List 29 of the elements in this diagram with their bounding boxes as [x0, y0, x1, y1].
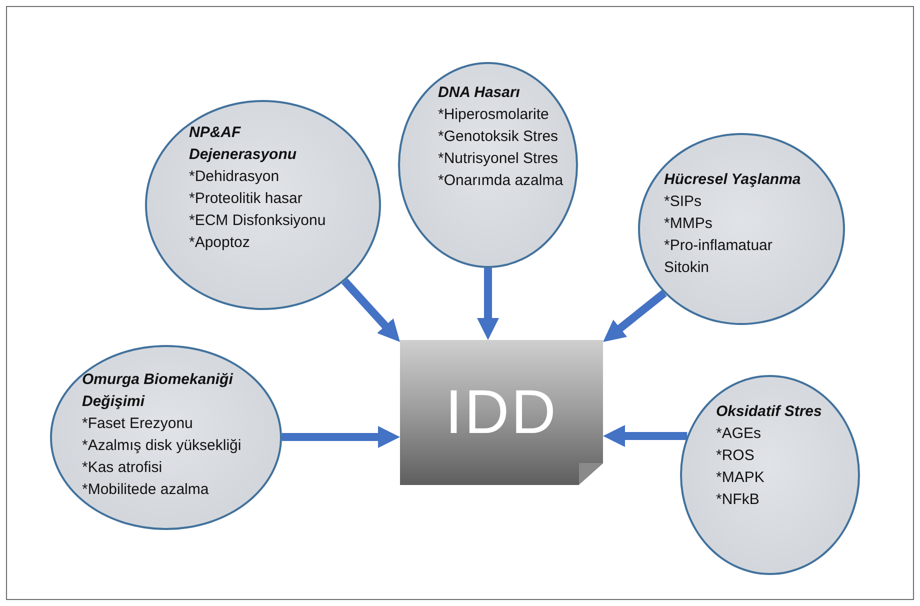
list-item: *Kas atrofisi [82, 458, 162, 478]
list-item: *Genotoksik Stres [438, 127, 558, 147]
ellipse-heading: DNA Hasarı [438, 83, 520, 103]
list-item: *MAPK [716, 468, 764, 488]
ellipse-heading: Oksidatif Stres [716, 402, 822, 422]
list-item: *Apoptoz [189, 233, 250, 253]
ellipse-heading: Omurga Biomekaniği Değişimi [82, 370, 234, 412]
folded-page-box [400, 340, 603, 485]
list-item: *Nutrisyonel Stres [438, 149, 558, 169]
list-item: *Proteolitik hasar [189, 189, 302, 209]
list-item: *MMPs [664, 214, 712, 234]
list-item: *Pro-inflamatuar Sitokin [664, 236, 774, 278]
list-item: *SIPs [664, 192, 702, 212]
arrow [603, 425, 688, 447]
arrow [477, 268, 499, 340]
list-item: *ECM Disfonksiyonu [189, 211, 326, 231]
list-item: *Hiperosmolarite [438, 105, 549, 125]
list-item: *ROS [716, 446, 754, 466]
ellipse-heading: Hücresel Yaşlanma [664, 170, 801, 190]
list-item: *Faset Erezyonu [82, 414, 193, 434]
list-item: *AGEs [716, 424, 762, 444]
ellipse-heading: NP&AF Dejenerasyonu [189, 123, 298, 165]
list-item: *Mobilitede azalma [82, 480, 209, 500]
list-item: *Azalmış disk yüksekliği [82, 436, 242, 456]
box-label: IDD [445, 382, 558, 444]
list-item: *Onarımda azalma [438, 171, 564, 191]
list-item: *Dehidrasyon [189, 167, 280, 187]
arrow [282, 426, 400, 448]
list-item: *NFkB [716, 490, 760, 510]
